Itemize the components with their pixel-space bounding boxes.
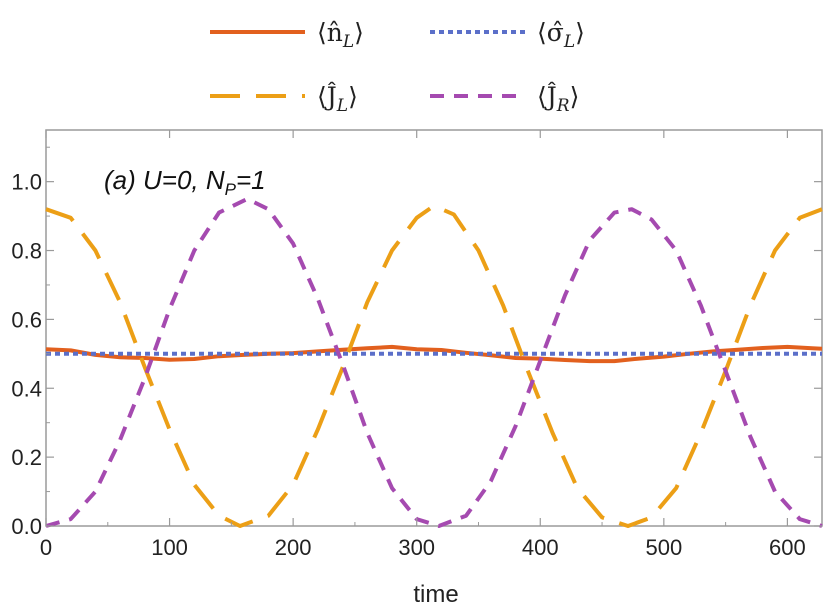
y-tick-label: 0.8 [11,239,42,264]
panel-label: (a) U=0, NP=1 [104,165,266,199]
x-axis-title: time [413,581,458,608]
legend-label-2: ⟨σ̂L⟩ [537,18,585,52]
y-tick-label: 1.0 [11,170,42,195]
ticks-layer: 0 100 200 300 400 500 600 0.0 0.2 0.4 0.6 0.8 1.0 [11,130,822,560]
series-line-4 [45,196,823,528]
plot-area: 0 100 200 300 400 500 600 0.0 0.2 0.4 0.6 0.8 1.0 [11,129,823,560]
x-tick-label: 100 [151,535,188,560]
x-tick-label: 0 [40,535,52,560]
x-tick-label: 600 [769,535,806,560]
legend-label-4: ⟨ĴR⟩ [537,82,579,116]
x-tick-label: 400 [522,535,559,560]
y-tick-label: 0.6 [11,307,42,332]
series-layer [45,196,823,528]
series-line-3 [45,203,823,528]
y-tick-label: 0.0 [11,514,42,539]
x-tick-label: 300 [398,535,435,560]
panel-label-main: (a) U=0, N [104,165,225,195]
panel-label-sub: P [225,180,237,199]
legend-label-1: ⟨n̂L⟩ [317,18,364,52]
plot-frame [45,129,823,527]
x-tick-label: 200 [275,535,312,560]
y-tick-label: 0.4 [11,376,42,401]
panel-label-tail: =1 [236,165,266,195]
y-tick-label: 0.2 [11,445,42,470]
legend-label-3: ⟨ĴL⟩ [317,82,358,116]
x-tick-label: 500 [645,535,682,560]
legend: ⟨n̂L⟩ ⟨σ̂L⟩ ⟨ĴL⟩ ⟨ĴR⟩ [210,18,585,116]
